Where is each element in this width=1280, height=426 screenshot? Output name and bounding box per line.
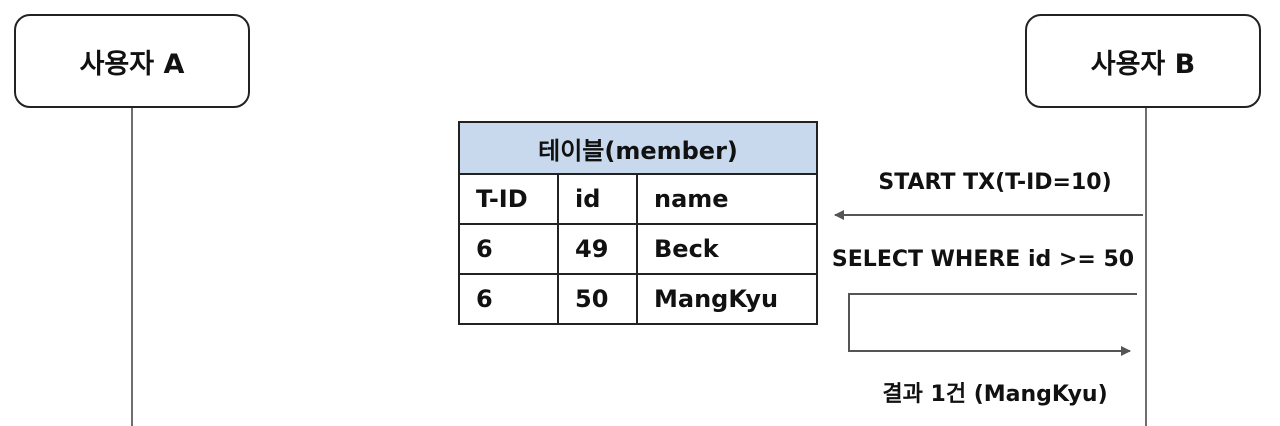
cell-tid: 6 xyxy=(458,223,559,275)
actor-a-label: 사용자 A xyxy=(79,48,185,80)
select-query-message: SELECT WHERE id >= 50 xyxy=(831,247,1135,272)
column-header-id: id xyxy=(557,173,638,225)
actor-a-box: 사용자 A xyxy=(14,14,250,108)
cell-name: Beck xyxy=(636,223,818,275)
table-header-row: T-ID id name xyxy=(458,173,818,225)
cell-name: MangKyu xyxy=(636,273,818,325)
table-row: 6 49 Beck xyxy=(458,223,818,275)
actor-b-label: 사용자 B xyxy=(1090,48,1196,80)
table-title-row: 테이블(member) xyxy=(458,121,818,175)
cell-tid: 6 xyxy=(458,273,559,325)
cell-id: 49 xyxy=(557,223,638,275)
start-tx-message: START TX(T-ID=10) xyxy=(878,170,1112,195)
member-table: 테이블(member) T-ID id name 6 49 Beck 6 50 … xyxy=(458,121,818,325)
table-row: 6 50 MangKyu xyxy=(458,273,818,325)
actor-a-lifeline xyxy=(131,108,133,426)
table-title: 테이블(member) xyxy=(458,121,818,175)
actor-b-box: 사용자 B xyxy=(1025,14,1261,108)
select-result-arrow xyxy=(848,293,1137,356)
actor-b-lifeline xyxy=(1145,108,1147,426)
column-header-tid: T-ID xyxy=(458,173,559,225)
column-header-name: name xyxy=(636,173,818,225)
query-result-message: 결과 1건 (MangKyu) xyxy=(882,382,1108,407)
cell-id: 50 xyxy=(557,273,638,325)
